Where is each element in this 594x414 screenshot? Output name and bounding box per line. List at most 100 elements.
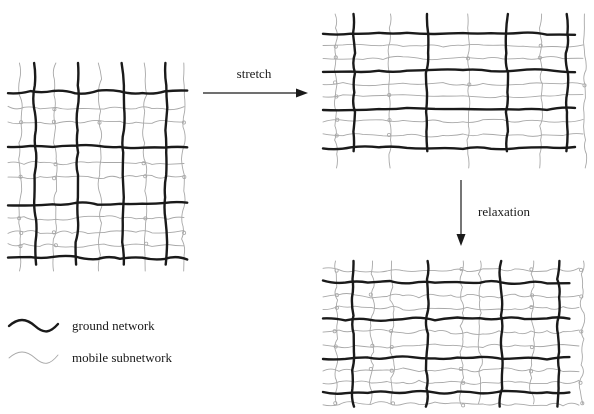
mobile-subnetwork-crosslink (530, 293, 535, 298)
ground-network-strand (32, 61, 38, 266)
mobile-subnetwork-crosslink (537, 55, 542, 60)
mobile-subnetwork-legend-swatch (8, 351, 59, 364)
ground-network-strand (504, 12, 510, 153)
mobile-subnetwork-strand (322, 118, 584, 124)
mobile-subnetwork-crosslink (332, 329, 337, 334)
mobile-subnetwork-crosslink (333, 44, 338, 49)
mobile-subnetwork-crosslink (52, 176, 57, 181)
mobile-subnetwork-strand (334, 260, 339, 405)
mobile-subnetwork-strand (322, 55, 584, 61)
ground-network-strand (163, 61, 169, 266)
mobile-subnetwork-crosslink (579, 267, 584, 272)
mobile-subnetwork-crosslink (578, 380, 583, 385)
mobile-subnetwork-strand (459, 260, 465, 405)
mobile-subnetwork-crosslink (52, 107, 57, 112)
mobile-subnetwork-crosslink (333, 401, 338, 406)
mobile-subnetwork-crosslink (459, 267, 464, 272)
mobile-subnetwork-crosslink (334, 305, 339, 310)
ground-network-strand (424, 12, 430, 153)
mobile-subnetwork-strand (322, 82, 584, 87)
mobile-subnetwork-crosslink (529, 305, 534, 310)
mobile-subnetwork-crosslink (389, 344, 394, 349)
mobile-subnetwork-strand (322, 43, 584, 48)
mobile-subnetwork-crosslink (141, 161, 146, 166)
mobile-subnetwork-strand (322, 367, 580, 373)
mobile-subnetwork-strand (322, 343, 580, 349)
mobile-subnetwork-crosslink (582, 83, 587, 88)
mobile-subnetwork-strand (322, 379, 580, 385)
legend: ground network mobile subnetwork (7, 318, 173, 365)
mobile-subnetwork-crosslink (538, 43, 543, 48)
mobile-subnetwork-crosslink (19, 120, 24, 125)
mobile-subnetwork-strand (322, 94, 584, 99)
mobile-subnetwork-crosslink (334, 133, 339, 138)
mobile-subnetwork-crosslink (17, 216, 22, 221)
mobile-subnetwork-crosslink (387, 118, 392, 123)
ground-network-strand (351, 12, 357, 153)
mobile-subnetwork-strand (322, 133, 584, 138)
ground-network-strand (6, 200, 189, 207)
mobile-subnetwork-crosslink (143, 216, 148, 221)
mobile-subnetwork-crosslink (334, 94, 339, 99)
mobile-subnetwork-legend-label: mobile subnetwork (72, 350, 173, 365)
mobile-subnetwork-crosslink (368, 366, 373, 371)
ground-network-strand (6, 254, 189, 261)
mobile-subnetwork-crosslink (181, 120, 186, 125)
mobile-subnetwork-crosslink (333, 55, 338, 60)
mobile-subnetwork-crosslink (389, 368, 394, 373)
mobile-subnetwork-crosslink (144, 241, 149, 246)
mobile-subnetwork-strand (477, 260, 483, 405)
relaxation-label: relaxation (478, 204, 530, 219)
mobile-subnetwork-crosslink (389, 329, 394, 334)
mobile-subnetwork-crosslink (53, 243, 58, 248)
ground-network-strand (321, 389, 571, 395)
mobile-subnetwork-strand (181, 62, 186, 272)
mobile-subnetwork-strand (322, 267, 580, 273)
ground-network-strand (498, 259, 504, 408)
mobile-subnetwork-crosslink (579, 294, 584, 299)
mobile-subnetwork-strand (583, 13, 588, 169)
mobile-subnetwork-strand (322, 401, 580, 407)
mobile-subnetwork-crosslink (461, 380, 466, 385)
mobile-subnetwork-strand (18, 62, 23, 272)
mobile-subnetwork-crosslink (51, 119, 56, 124)
ground-network-strand (564, 12, 570, 153)
mobile-subnetwork-crosslink (467, 82, 472, 87)
mobile-subnetwork-strand (97, 62, 103, 272)
mobile-subnetwork-crosslink (334, 293, 339, 298)
ground-network-strand (120, 61, 126, 266)
mobile-subnetwork-strand (322, 305, 580, 311)
ground-network-strand (555, 259, 561, 408)
mobile-subnetwork-crosslink (18, 244, 23, 249)
mobile-subnetwork-strand (52, 62, 58, 272)
mobile-subnetwork-crosslink (529, 267, 534, 272)
mobile-subnetwork-crosslink (143, 174, 148, 179)
mobile-subnetwork-strand (539, 13, 543, 169)
stretched-network-panel (321, 12, 588, 169)
mobile-subnetwork-crosslink (97, 120, 102, 125)
ground-network-strand (321, 68, 577, 74)
mobile-subnetwork-crosslink (51, 230, 56, 235)
ground-network-strand (424, 259, 430, 408)
mobile-subnetwork-crosslink (182, 174, 187, 179)
mobile-subnetwork-crosslink (529, 345, 534, 350)
mobile-subnetwork-strand (7, 229, 185, 235)
ground-network-strand (321, 145, 577, 151)
ground-network-strand (321, 355, 571, 361)
mobile-subnetwork-crosslink (333, 344, 338, 349)
mobile-subnetwork-strand (334, 13, 338, 169)
mobile-subnetwork-strand (7, 215, 185, 221)
mobile-subnetwork-crosslink (461, 403, 466, 408)
stretch-arrow (203, 88, 308, 98)
ground-network-strand (74, 61, 80, 266)
ground-network-strand (350, 259, 356, 408)
ground-network-strand (321, 316, 571, 323)
mobile-subnetwork-crosslink (368, 292, 373, 297)
mobile-subnetwork-crosslink (387, 93, 392, 98)
mobile-subnetwork-crosslink (53, 162, 58, 167)
mobile-subnetwork-crosslink (18, 174, 23, 179)
mobile-subnetwork-crosslink (333, 80, 338, 85)
ground-network-legend-label: ground network (72, 318, 155, 333)
ground-network-strand (6, 89, 189, 95)
ground-network-legend-swatch (7, 318, 60, 333)
